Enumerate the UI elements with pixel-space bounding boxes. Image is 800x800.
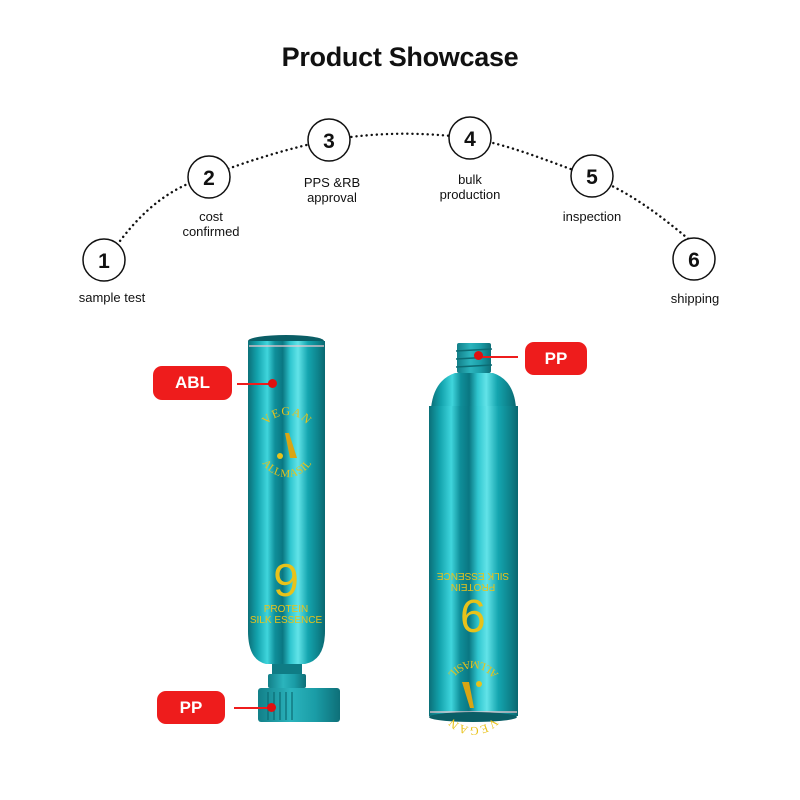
material-badge-abl: ABL bbox=[153, 366, 232, 400]
leader-dot-pp-neck bbox=[474, 351, 483, 360]
step-number: 3 bbox=[323, 130, 335, 153]
step-label-6: shipping bbox=[670, 291, 720, 306]
step-number: 6 bbox=[688, 249, 700, 272]
svg-text:SILK ESSENCE: SILK ESSENCE bbox=[250, 615, 323, 626]
leader-dot-abl bbox=[268, 379, 277, 388]
tube-right: 9 PROTEIN SILK ESSENCE VEGAN ALLMASIL bbox=[429, 343, 518, 738]
leader-line-pp-neck bbox=[482, 356, 518, 358]
product-number: 9 bbox=[273, 554, 299, 606]
step-circle-3: 3 bbox=[307, 118, 351, 162]
step-label-5: inspection bbox=[562, 209, 622, 224]
tube-right-print: 9 PROTEIN SILK ESSENCE VEGAN ALLMASIL bbox=[437, 570, 510, 738]
svg-text:ALLMASIL: ALLMASIL bbox=[260, 457, 315, 480]
material-badge-pp-neck: PP bbox=[525, 342, 587, 375]
step-number: 4 bbox=[464, 128, 476, 151]
svg-text:9: 9 bbox=[460, 590, 486, 642]
step-circle-6: 6 bbox=[672, 237, 716, 281]
tube-left: VEGAN ALLMASIL 9 PROTEIN SILK ESSENCE bbox=[248, 335, 340, 722]
step-number: 5 bbox=[586, 166, 598, 189]
svg-text:VEGAN: VEGAN bbox=[445, 715, 501, 738]
leader-dot-pp-cap bbox=[267, 703, 276, 712]
leader-line-abl bbox=[237, 383, 272, 385]
step-circle-1: 1 bbox=[82, 238, 126, 282]
step-label-1: sample test bbox=[78, 290, 146, 305]
step-number: 2 bbox=[203, 167, 215, 190]
step-circle-5: 5 bbox=[570, 154, 614, 198]
page-title: Product Showcase bbox=[281, 42, 519, 72]
svg-text:PROTEIN: PROTEIN bbox=[264, 604, 308, 615]
step-circle-2: 2 bbox=[187, 155, 231, 199]
tube-left-print: VEGAN ALLMASIL 9 PROTEIN SILK ESSENCE bbox=[250, 404, 323, 626]
step-circle-4: 4 bbox=[448, 116, 492, 160]
process-timeline: 1 2 3 4 5 6 bbox=[82, 116, 716, 282]
svg-text:VEGAN: VEGAN bbox=[259, 404, 315, 427]
svg-text:SILK ESSENCE: SILK ESSENCE bbox=[437, 570, 510, 581]
svg-text:PROTEIN: PROTEIN bbox=[451, 581, 495, 592]
leader-line-pp-cap bbox=[234, 707, 269, 709]
step-number: 1 bbox=[98, 250, 110, 273]
material-badge-pp-cap: PP bbox=[157, 691, 225, 724]
